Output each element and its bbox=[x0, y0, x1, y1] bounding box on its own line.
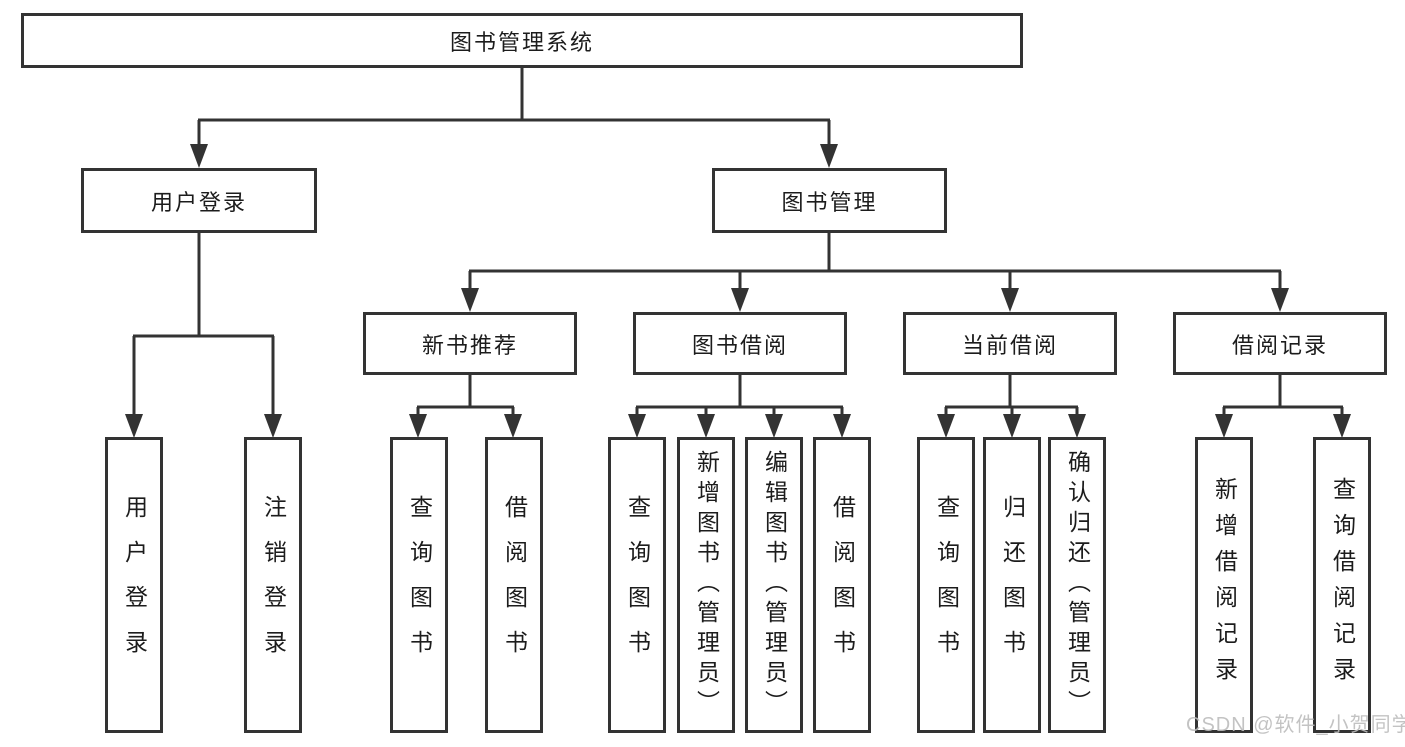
leaf-edit-book-admin-label: 编辑图书（管理员） bbox=[761, 450, 788, 720]
node-current-borrow: 当前借阅 bbox=[903, 312, 1117, 375]
leaf-query-borrow-record: 查询借阅记录 bbox=[1313, 437, 1371, 733]
node-user-login-label: 用户登录 bbox=[150, 189, 247, 215]
node-user-login: 用户登录 bbox=[81, 168, 317, 233]
leaf-newbook-borrow-books: 借阅图书 bbox=[485, 437, 543, 733]
node-borrow-records-label: 借阅记录 bbox=[1231, 332, 1328, 358]
leaf-logout-label: 注销登录 bbox=[260, 495, 287, 675]
leaf-add-borrow-record: 新增借阅记录 bbox=[1195, 437, 1253, 733]
node-root-system: 图书管理系统 bbox=[21, 13, 1023, 68]
node-current-borrow-label: 当前借阅 bbox=[961, 332, 1058, 358]
arrowhead-icons bbox=[125, 144, 1351, 438]
leaf-confirm-return-admin: 确认归还（管理员） bbox=[1048, 437, 1106, 733]
leaf-logout: 注销登录 bbox=[244, 437, 302, 733]
node-book-management-label: 图书管理 bbox=[781, 189, 878, 215]
leaf-user-login: 用户登录 bbox=[105, 437, 163, 733]
leaf-current-query-books-label: 查询图书 bbox=[933, 495, 960, 675]
node-root-system-label: 图书管理系统 bbox=[449, 29, 594, 55]
leaf-borrow-borrow-books: 借阅图书 bbox=[813, 437, 871, 733]
leaf-newbook-borrow-books-label: 借阅图书 bbox=[501, 495, 528, 675]
leaf-add-borrow-record-label: 新增借阅记录 bbox=[1211, 477, 1238, 693]
leaf-query-borrow-record-label: 查询借阅记录 bbox=[1329, 477, 1356, 693]
leaf-user-login-label: 用户登录 bbox=[121, 495, 148, 675]
leaf-borrow-query-books: 查询图书 bbox=[608, 437, 666, 733]
leaf-return-books-label: 归还图书 bbox=[999, 495, 1026, 675]
node-new-book-recommend: 新书推荐 bbox=[363, 312, 577, 375]
node-book-management: 图书管理 bbox=[712, 168, 947, 233]
node-borrow-records: 借阅记录 bbox=[1173, 312, 1387, 375]
node-new-book-recommend-label: 新书推荐 bbox=[421, 332, 518, 358]
leaf-edit-book-admin: 编辑图书（管理员） bbox=[745, 437, 803, 733]
leaf-confirm-return-admin-label: 确认归还（管理员） bbox=[1064, 450, 1091, 720]
node-book-borrow-label: 图书借阅 bbox=[691, 332, 788, 358]
leaf-newbook-query-books: 查询图书 bbox=[390, 437, 448, 733]
leaf-current-query-books: 查询图书 bbox=[917, 437, 975, 733]
leaf-borrow-borrow-books-label: 借阅图书 bbox=[829, 495, 856, 675]
leaf-add-book-admin-label: 新增图书（管理员） bbox=[693, 450, 720, 720]
leaf-borrow-query-books-label: 查询图书 bbox=[624, 495, 651, 675]
csdn-watermark: CSDN @软件_小贺同学 bbox=[1186, 714, 1405, 736]
leaf-add-book-admin: 新增图书（管理员） bbox=[677, 437, 735, 733]
leaf-return-books: 归还图书 bbox=[983, 437, 1041, 733]
node-book-borrow: 图书借阅 bbox=[633, 312, 847, 375]
leaf-newbook-query-books-label: 查询图书 bbox=[406, 495, 433, 675]
